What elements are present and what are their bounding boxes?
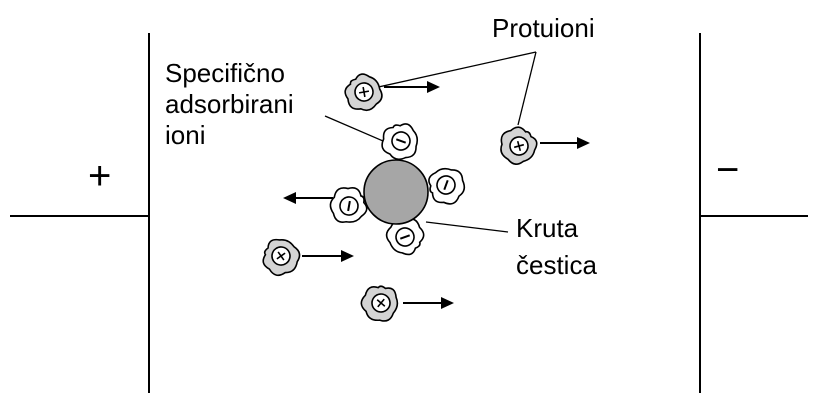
- counter-ions-label: Protuioni: [492, 13, 595, 43]
- plus-sign-v-icon: [377, 298, 385, 308]
- leader-particle: [425, 221, 509, 233]
- minus-sign-icon: [395, 138, 407, 144]
- minus-sign-icon: [443, 179, 449, 191]
- plus-sign-v-icon: [277, 251, 285, 261]
- counter-ion-1: [341, 70, 385, 115]
- plus-sign-v-icon: [362, 86, 366, 98]
- adsorbed-ion-right: [421, 161, 471, 210]
- arrow-right-icon: [302, 250, 354, 262]
- minus-sign-icon: [347, 200, 351, 212]
- leader-counter-ion-2: [517, 51, 537, 126]
- positive-electrode-sign: +: [88, 154, 112, 198]
- adsorbed-ions-label-line1: Specifično: [165, 58, 285, 88]
- leader-lines: [324, 51, 537, 233]
- solid-particle: [363, 159, 429, 225]
- counter-ion-4: [353, 276, 407, 330]
- motion-arrows: [283, 81, 590, 309]
- adsorbed-ions-label-line2: adsorbirani: [165, 89, 294, 119]
- leader-counter-ion-1: [373, 51, 537, 89]
- plus-sign-v-icon: [513, 143, 525, 149]
- particle-group: [326, 116, 471, 261]
- adsorbed-ion-bottom: [381, 212, 430, 261]
- arrow-left-icon: [283, 192, 333, 204]
- arrow-right-icon: [403, 297, 454, 309]
- arrow-right-icon: [540, 137, 590, 149]
- adsorbed-ion-top: [376, 116, 425, 166]
- counter-ion-2: [495, 122, 542, 169]
- adsorbed-ions-label-line3: ioni: [165, 120, 206, 150]
- right-electrode: [699, 33, 808, 393]
- adsorbed-ion-left: [326, 183, 371, 227]
- left-electrode: [10, 33, 150, 393]
- arrow-right-icon: [384, 81, 440, 93]
- counter-ion-3: [254, 230, 307, 283]
- negative-electrode-sign: −: [716, 148, 740, 192]
- leader-adsorbed-ion: [324, 115, 391, 145]
- solid-particle-label-line2: čestica: [516, 250, 597, 280]
- minus-sign-icon: [399, 234, 411, 240]
- solid-particle-label-line1: Kruta: [516, 213, 579, 243]
